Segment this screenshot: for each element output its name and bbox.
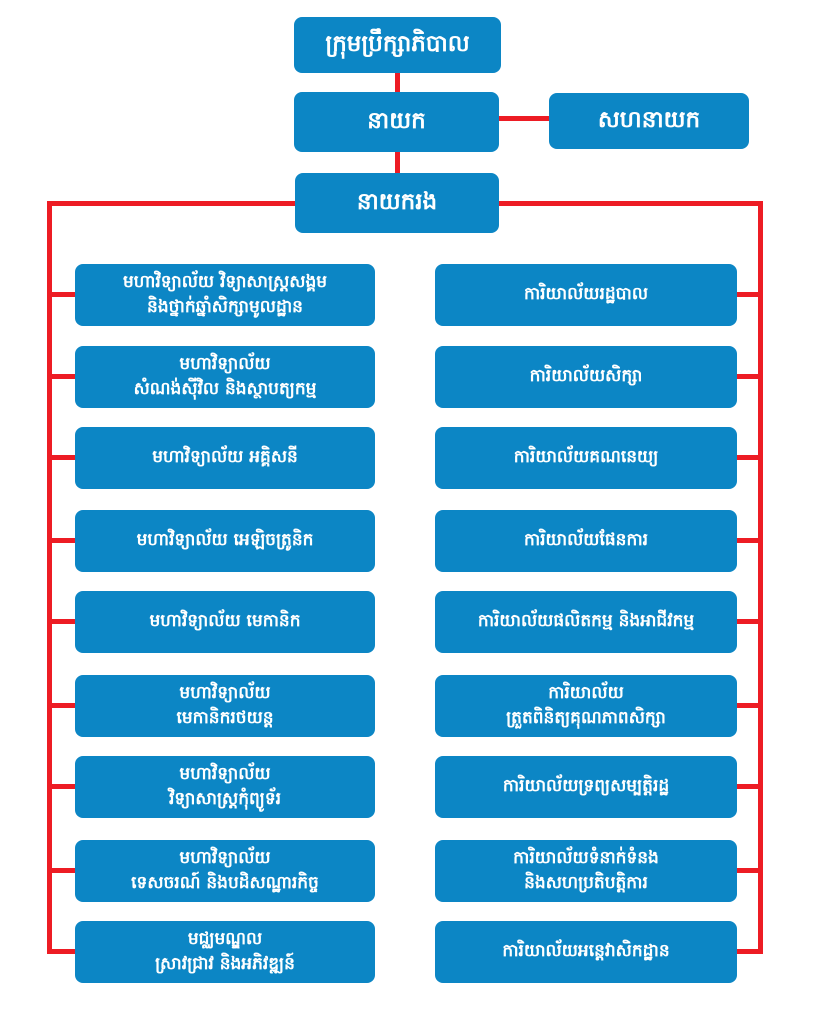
faculty-node-computer-science: មហាវិទ្យាល័យ វិទ្យាសាស្ត្រកុំព្យូទ័រ (75, 756, 375, 818)
center-node-research-development: មជ្ឈមណ្ឌល ស្រាវជ្រាវ និងអភិវឌ្ឍន៍ (75, 921, 375, 983)
connector-line (735, 784, 763, 789)
office-node-relations-cooperation: ការិយាល័យទំនាក់ទំនង និងសហប្រតិបត្តិការ (435, 840, 737, 902)
connector-line (497, 116, 550, 121)
org-node-co-director: សហនាយក (549, 93, 749, 149)
connector-line (47, 292, 77, 297)
office-node-planning: ការិយាល័យផែនការ (435, 510, 737, 572)
faculty-node-electricity: មហាវិទ្យាល័យ អគ្គិសនី (75, 427, 375, 489)
connector-line (735, 619, 763, 624)
connector-line (47, 201, 297, 206)
connector-line (395, 70, 400, 96)
connector-line (47, 538, 77, 543)
faculty-node-civil-construction: មហាវិទ្យាល័យ សំណង់ស៊ីវិល និងស្ថាបត្យកម្ម (75, 346, 375, 408)
connector-line (735, 292, 763, 297)
connector-line (47, 949, 77, 954)
faculty-node-auto-mechanics: មហាវិទ្យាល័យ មេកានិករថយន្ត (75, 675, 375, 737)
connector-line (735, 538, 763, 543)
connector-line (735, 374, 763, 379)
org-node-board: ក្រុមប្រឹក្សាភិបាល (294, 17, 501, 73)
office-node-dormitory: ការិយាល័យអន្តេវាសិកដ្ឋាន (435, 921, 737, 983)
connector-line (47, 784, 77, 789)
connector-line (47, 374, 77, 379)
faculty-node-electronics: មហាវិទ្យាល័យ អេឡិចត្រូនិក (75, 510, 375, 572)
org-node-deputy-director: នាយករង (295, 173, 499, 233)
connector-line (47, 201, 52, 954)
connector-line (395, 150, 400, 176)
office-node-state-property: ការិយាល័យទ្រព្យសម្បត្តិរដ្ឋ (435, 756, 737, 818)
faculty-node-tourism-hospitality: មហាវិទ្យាល័យ ទេសចរណ៍ និងបដិសណ្ឋារកិច្ច (75, 840, 375, 902)
connector-line (47, 619, 77, 624)
office-node-quality-assurance: ការិយាល័យ ត្រួតពិនិត្យគុណភាពសិក្សា (435, 675, 737, 737)
org-node-director: នាយក (294, 92, 499, 152)
connector-line (47, 455, 77, 460)
faculty-node-social-science: មហាវិទ្យាល័យ វិទ្យាសាស្ត្រសង្គម និងថ្នាក… (75, 264, 375, 326)
connector-line (735, 868, 763, 873)
connector-line (735, 703, 763, 708)
office-node-production-business: ការិយាល័យផលិតកម្ម និងអាជីវកម្ម (435, 591, 737, 653)
office-node-academics: ការិយាល័យសិក្សា (435, 346, 737, 408)
connector-line (758, 201, 763, 954)
connector-line (497, 201, 763, 206)
connector-line (47, 703, 77, 708)
connector-line (735, 949, 763, 954)
office-node-accounting: ការិយាល័យគណនេយ្យ (435, 427, 737, 489)
connector-line (735, 455, 763, 460)
office-node-administration: ការិយាល័យរដ្ឋបាល (435, 264, 737, 326)
connector-line (47, 868, 77, 873)
faculty-node-mechanics: មហាវិទ្យាល័យ មេកានិក (75, 591, 375, 653)
